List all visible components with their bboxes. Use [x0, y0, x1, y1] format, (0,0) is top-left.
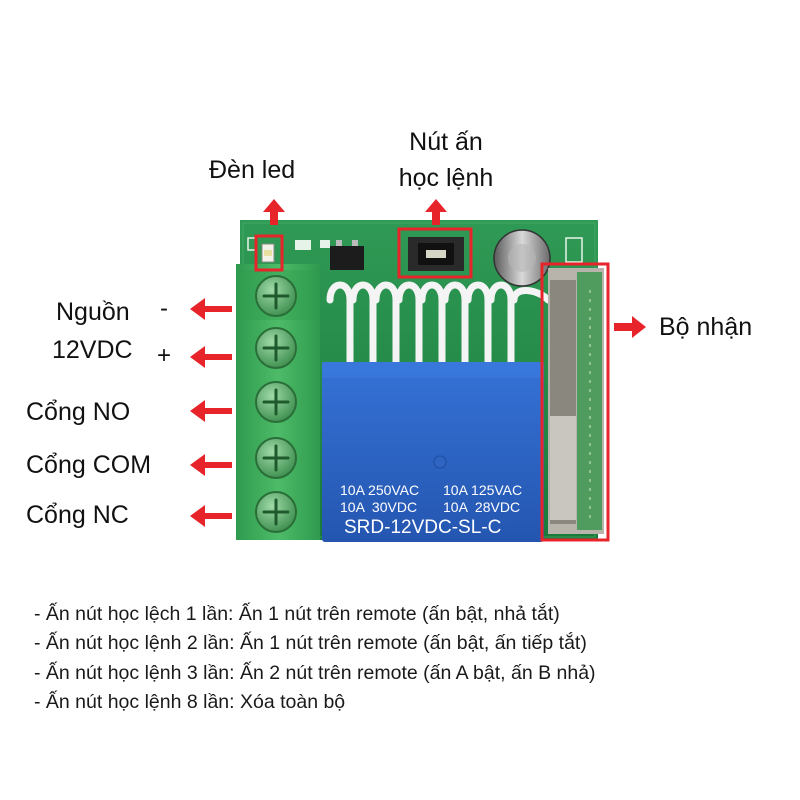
port-nc-arrow — [190, 505, 232, 527]
instruction-notes: - Ấn nút học lệch 1 lần: Ấn 1 nút trên r… — [34, 600, 596, 717]
port-no-arrow — [190, 400, 232, 422]
port-com-label: Cổng COM — [26, 451, 152, 479]
learn-button-label-line1: Nút ấn — [409, 128, 483, 156]
receiver-label: Bộ nhận — [659, 313, 753, 341]
note-item: - Ấn nút học lệnh 8 lần: Xóa toàn bộ — [34, 690, 346, 713]
relay-rating-1b: 10A 125VAC — [443, 482, 522, 498]
power-label-line1: Nguồn — [56, 298, 130, 326]
led-highlight-box — [254, 234, 284, 272]
note-item: - Ấn nút học lệnh 2 lần: Ấn 1 nút trên r… — [34, 632, 587, 655]
power-plus-arrow — [190, 346, 232, 368]
antenna-coil — [326, 281, 552, 366]
relay-rating-1a: 10A 250VAC — [340, 482, 419, 498]
led-arrow — [263, 199, 285, 225]
relay-block — [322, 362, 544, 542]
port-com-arrow — [190, 454, 232, 476]
receiver-arrow — [614, 316, 646, 338]
power-minus-sign: - — [160, 295, 168, 322]
terminal-screws — [236, 270, 320, 533]
note-item: - Ấn nút học lệnh 3 lần: Ấn 2 nút trên r… — [34, 661, 596, 684]
learn-button-arrow — [425, 199, 447, 225]
power-label-line2: 12VDC — [52, 336, 133, 364]
relay-rating-2a: 10A 30VDC — [340, 499, 417, 515]
port-nc-label: Cổng NC — [26, 501, 129, 529]
power-plus-sign: + — [157, 342, 172, 369]
learn-button-label-line2: học lệnh — [398, 164, 494, 192]
receiver-highlight-box — [540, 262, 610, 542]
power-minus-arrow — [190, 298, 232, 320]
note-item: - Ấn nút học lệch 1 lần: Ấn 1 nút trên r… — [34, 603, 560, 625]
relay-rating-2b: 10A 28VDC — [443, 499, 520, 515]
port-no-label: Cổng NO — [26, 398, 131, 426]
learn-button-highlight-box — [397, 227, 473, 279]
relay-model: SRD-12VDC-SL-C — [344, 517, 501, 538]
led-label: Đèn led — [209, 156, 296, 184]
ic-chip — [330, 246, 364, 270]
